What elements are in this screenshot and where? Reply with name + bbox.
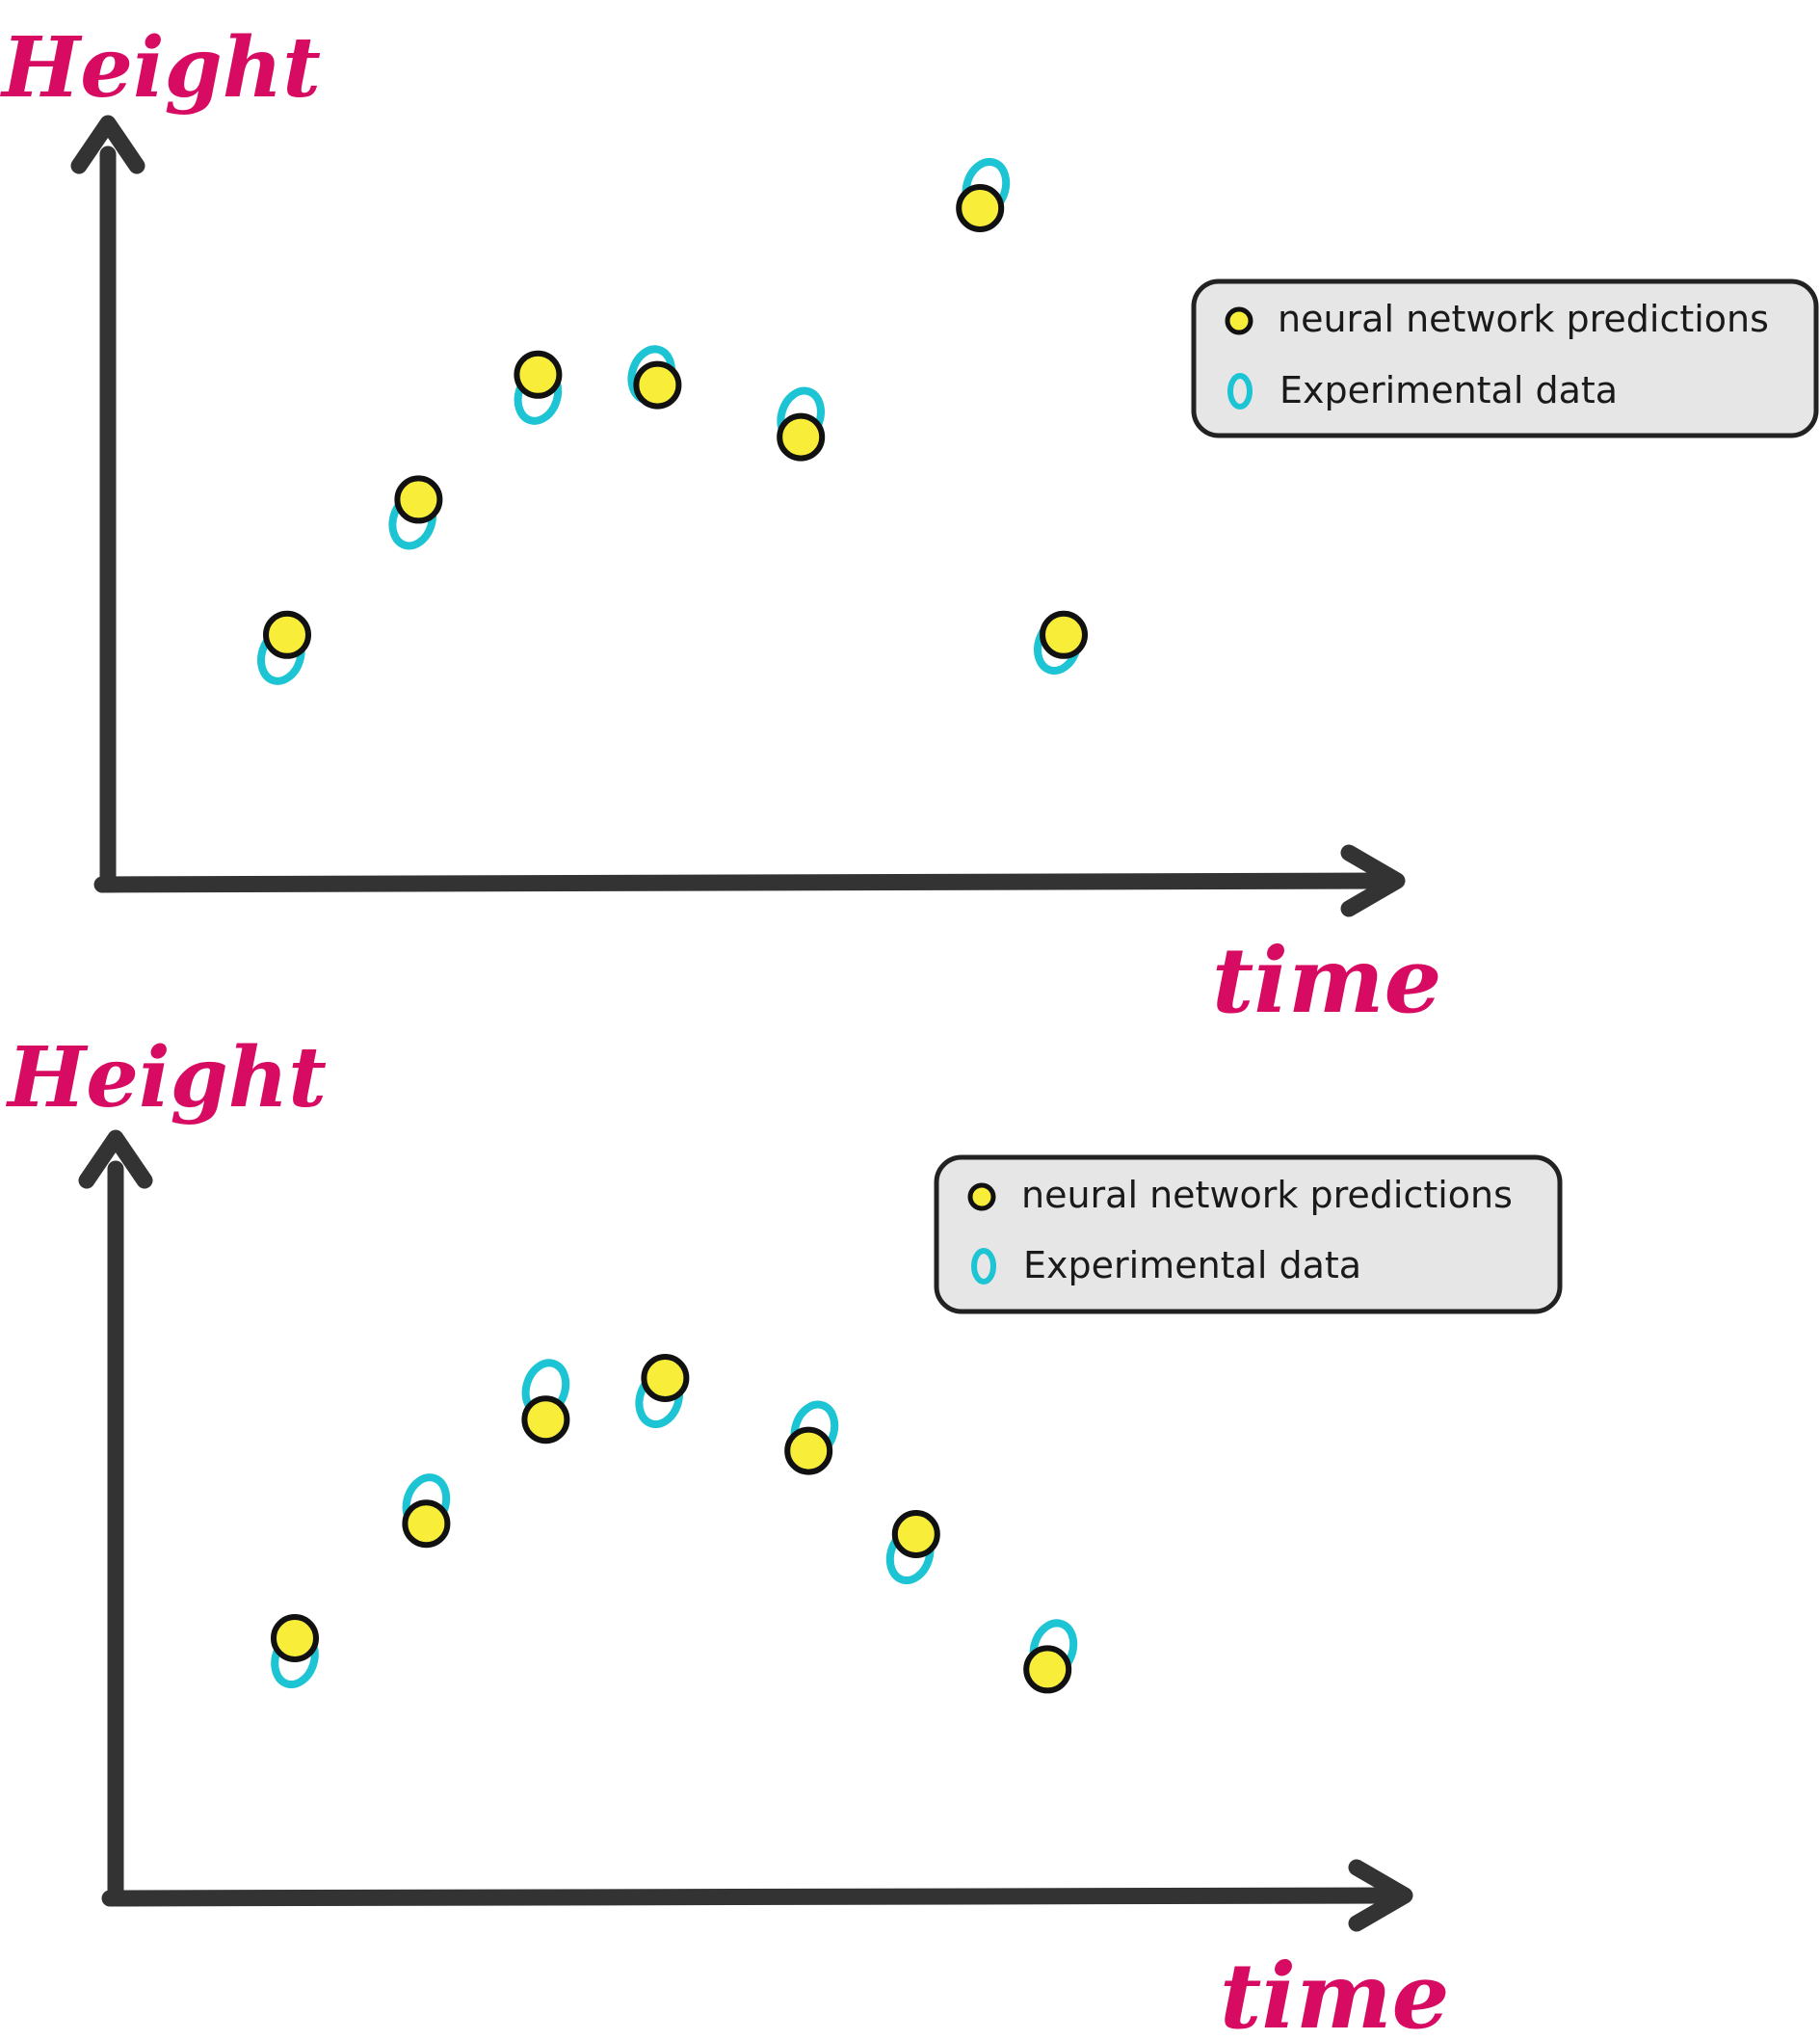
- chart-2-prediction-point-7: [1023, 1645, 1072, 1694]
- chart-2-y-axis-label: Height: [5, 1029, 327, 1126]
- chart-2-legend-label-experimental: Experimental data: [1023, 1244, 1361, 1286]
- chart-1-prediction-point-3: [514, 350, 563, 399]
- chart-2-prediction-point-2: [402, 1499, 451, 1549]
- chart-1-y-axis-label: Height: [0, 19, 321, 117]
- chart-1-prediction-points: [263, 184, 1088, 659]
- chart-1-legend-experimental-marker: [1227, 373, 1253, 410]
- chart-1-x-axis: [93, 872, 1396, 893]
- chart-2-x-axis: [101, 1887, 1404, 1907]
- chart-1-prediction-point-6: [956, 184, 1005, 232]
- chart-2-experimental-points: [271, 1359, 1078, 1689]
- chart-1-x-axis-arrowhead: [1340, 844, 1406, 917]
- chart-1-prediction-point-1: [263, 610, 311, 659]
- chart-1: Height time neural network predictions E…: [0, 19, 1819, 1034]
- chart-1-prediction-point-4: [633, 360, 682, 410]
- chart-2-legend-prediction-marker: [967, 1182, 996, 1211]
- chart-2-prediction-point-1: [271, 1614, 319, 1662]
- chart-2: Height time neural network predictions E…: [5, 1029, 1563, 2040]
- chart-2-prediction-point-6: [891, 1510, 940, 1558]
- chart-2-legend: neural network predictions Experimental …: [934, 1154, 1563, 1314]
- chart-1-legend-label-predictions: neural network predictions: [1278, 298, 1769, 340]
- chart-2-prediction-point-4: [641, 1354, 690, 1402]
- chart-2-legend-box: [934, 1154, 1563, 1314]
- chart-1-legend-label-experimental: Experimental data: [1279, 369, 1618, 411]
- chart-1-prediction-point-7: [1040, 610, 1088, 659]
- chart-1-prediction-point-5: [777, 412, 826, 462]
- chart-2-x-axis-arrowhead: [1348, 1859, 1413, 1932]
- chart-1-experimental-points: [257, 157, 1082, 685]
- chart-2-legend-label-predictions: neural network predictions: [1021, 1174, 1513, 1216]
- chart-1-x-axis-label: time: [1212, 928, 1441, 1034]
- chart-1-legend-box: [1191, 278, 1819, 438]
- chart-2-prediction-point-5: [784, 1426, 833, 1475]
- chart-1-y-axis-arrowhead: [70, 115, 145, 174]
- chart-1-legend: neural network predictions Experimental …: [1191, 278, 1819, 438]
- chart-2-legend-experimental-marker: [971, 1248, 996, 1285]
- chart-2-prediction-point-3: [521, 1395, 570, 1444]
- chart-1-legend-prediction-marker: [1225, 306, 1253, 335]
- chart-2-prediction-points: [271, 1354, 1072, 1694]
- chart-1-prediction-point-2: [394, 475, 443, 524]
- chart-2-y-axis-arrowhead: [78, 1129, 153, 1189]
- chart-2-x-axis-label: time: [1220, 1944, 1449, 2040]
